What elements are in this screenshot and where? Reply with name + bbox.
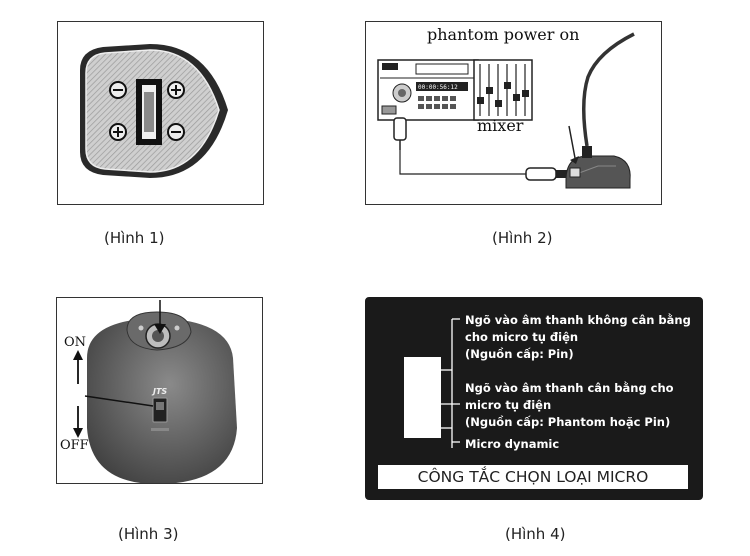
label-line: cho micro tụ điện [465, 330, 579, 344]
label-line: Micro dynamic [465, 437, 560, 451]
dynamic-mic-label: Micro dynamic [465, 436, 559, 453]
battery-polarity-minus-top-left [109, 81, 127, 99]
figure-4-caption: (Hình 4) [505, 525, 566, 543]
figure-2-caption: (Hình 2) [492, 229, 553, 247]
label-line: (Nguồn cấp: Phantom hoặc Pin) [465, 415, 671, 429]
phantom-power-label: phantom power on [427, 25, 580, 44]
switch-off-label: OFF [60, 438, 89, 453]
figure-3-power-switch: JTS [56, 297, 263, 484]
mixer-label: mixer [477, 116, 524, 135]
battery-polarity-plus-bottom-left [109, 123, 127, 141]
balanced-input-label: Ngõ vào âm thanh cân bằng cho micro tụ đ… [465, 380, 674, 431]
label-line: Ngõ vào âm thanh cân bằng cho [465, 381, 674, 395]
unbalanced-input-label: Ngõ vào âm thanh không cân bằng cho micr… [465, 312, 691, 363]
label-line: micro tụ điện [465, 398, 552, 412]
switch-title-bar: CÔNG TẮC CHỌN LOẠI MICRO [378, 465, 688, 489]
label-line: Ngõ vào âm thanh không cân bằng [465, 313, 691, 327]
figure-3-caption: (Hình 3) [118, 525, 179, 543]
figure-1-caption: (Hình 1) [104, 229, 165, 247]
selector-switch-slot [404, 357, 441, 438]
battery-compartment-illustration [80, 44, 228, 178]
mixer-display-readout: 00:00:56:12 [418, 84, 458, 91]
label-line: (Nguồn cấp: Pin) [465, 347, 574, 361]
battery-polarity-plus-top-right [167, 81, 185, 99]
figure-2-phantom-power-setup: 00:00:56:12 [365, 21, 662, 205]
switch-on-label: ON [64, 335, 87, 350]
mixer-connection-illustration: 00:00:56:12 [377, 32, 635, 189]
figure-1-battery-panel [57, 21, 264, 205]
microphone-base-illustration: JTS [73, 300, 237, 483]
brand-logo: JTS [151, 387, 167, 396]
battery-polarity-minus-bottom-right [167, 123, 185, 141]
